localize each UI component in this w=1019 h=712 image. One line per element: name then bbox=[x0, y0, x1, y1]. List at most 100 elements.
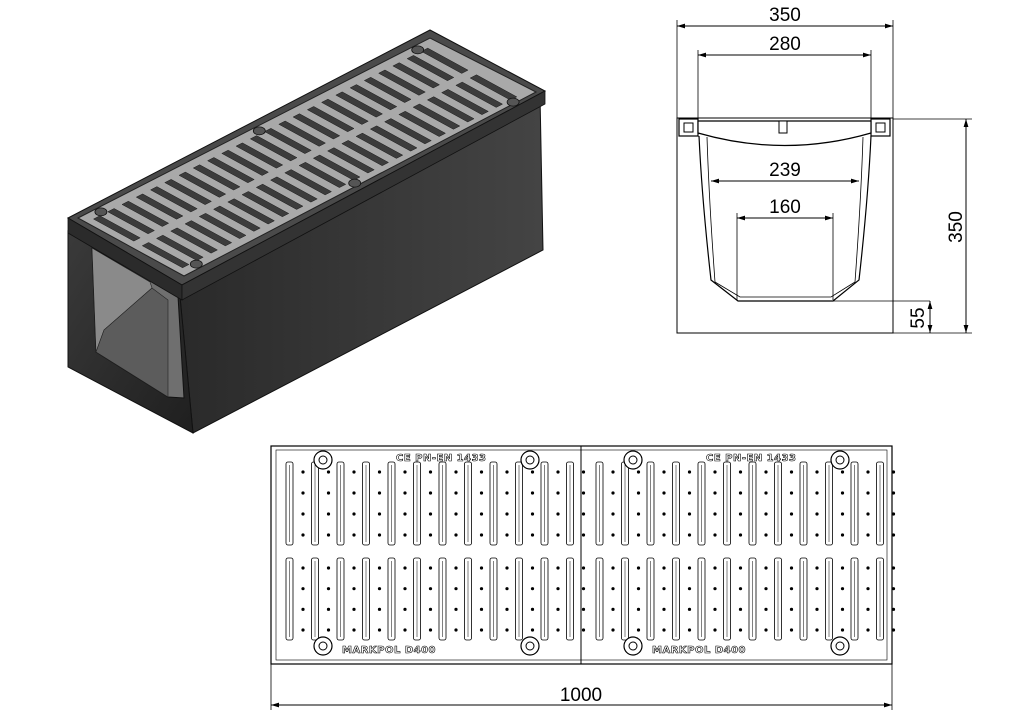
grate-dot bbox=[581, 491, 586, 495]
dim-280-label: 280 bbox=[769, 34, 801, 55]
grate-dot bbox=[428, 607, 433, 611]
grate-dot bbox=[326, 491, 331, 495]
bolt-inner-icon bbox=[318, 455, 328, 465]
grate-dot bbox=[636, 512, 641, 516]
grate-dot bbox=[738, 607, 743, 611]
grate-dot bbox=[891, 533, 896, 537]
bolt-inner-icon bbox=[628, 641, 638, 651]
grate-slot bbox=[249, 135, 298, 162]
grate-dot bbox=[713, 607, 717, 611]
grate-dot bbox=[479, 533, 484, 537]
grate-dot bbox=[738, 628, 743, 632]
grate-dot bbox=[505, 566, 509, 570]
grate-dot bbox=[403, 587, 407, 591]
grate-slot bbox=[198, 213, 247, 239]
dim-350-width-label: 350 bbox=[769, 5, 801, 26]
grate-slot bbox=[241, 191, 290, 218]
grate-dot bbox=[840, 512, 845, 516]
grate-dot bbox=[840, 628, 845, 632]
grate-dot bbox=[326, 628, 331, 632]
grate-dot bbox=[479, 566, 484, 570]
grate-slot bbox=[164, 179, 212, 205]
grate-slot bbox=[107, 208, 155, 235]
grate-slot bbox=[349, 84, 398, 111]
grate-dot bbox=[840, 533, 845, 537]
grate-dot bbox=[713, 566, 717, 570]
grate-dot bbox=[326, 470, 331, 474]
grate-dot bbox=[377, 587, 382, 591]
grate-dot bbox=[764, 628, 768, 632]
grate-dot bbox=[815, 587, 819, 591]
bolt-icon bbox=[252, 126, 266, 136]
grate-dot bbox=[687, 533, 692, 537]
grate-dot bbox=[326, 512, 331, 516]
grate-dot bbox=[840, 470, 845, 474]
grate-dot bbox=[866, 628, 870, 632]
grate-dot bbox=[866, 470, 870, 474]
grate-dot bbox=[662, 470, 666, 474]
grate-dot bbox=[301, 491, 305, 495]
grate-slot bbox=[384, 118, 432, 145]
grate-dot bbox=[301, 607, 305, 611]
grate-dot bbox=[738, 512, 743, 516]
grate-dot bbox=[556, 628, 560, 632]
grate-dot bbox=[556, 512, 560, 516]
grate-dot bbox=[815, 533, 819, 537]
grate-dot bbox=[377, 566, 382, 570]
grate-dot bbox=[891, 628, 896, 632]
grate-slot bbox=[192, 164, 241, 191]
grate-dot bbox=[301, 628, 305, 632]
grate-dot bbox=[611, 607, 615, 611]
grate-dot bbox=[454, 491, 458, 495]
grate-top-marking-1: CE PN-EN 1433 bbox=[396, 453, 487, 464]
grate-dot bbox=[789, 512, 794, 516]
bolt-inner-icon bbox=[525, 641, 535, 651]
grate-dot bbox=[377, 491, 382, 495]
section-channel-inner bbox=[706, 136, 864, 298]
grate-dot bbox=[636, 607, 641, 611]
dim-1000-label: 1000 bbox=[560, 685, 602, 706]
grate-dot bbox=[352, 587, 356, 591]
grate-dot bbox=[738, 470, 743, 474]
grate-dot bbox=[428, 566, 433, 570]
grate-dot bbox=[403, 607, 407, 611]
section-frame-right-inner bbox=[875, 122, 886, 133]
grate-slot bbox=[392, 62, 441, 89]
grate-dot bbox=[556, 607, 560, 611]
grate-slot bbox=[141, 242, 190, 269]
grate-dot bbox=[403, 512, 407, 516]
grate-dot bbox=[866, 566, 870, 570]
grate-dot bbox=[611, 566, 615, 570]
grate-dot bbox=[454, 533, 458, 537]
grate-dot bbox=[301, 470, 305, 474]
grate-dot bbox=[301, 512, 305, 516]
grate-dot bbox=[530, 512, 535, 516]
grate-dot bbox=[352, 607, 356, 611]
grate-dot bbox=[581, 607, 586, 611]
grate-slot bbox=[207, 157, 255, 184]
grate-dot bbox=[352, 566, 356, 570]
bolt-inner-icon bbox=[525, 455, 535, 465]
channel-floor bbox=[95, 287, 169, 398]
grate-dot bbox=[764, 512, 768, 516]
bolt-icon bbox=[411, 45, 425, 55]
grate-dot bbox=[866, 587, 870, 591]
grate-dot bbox=[891, 491, 896, 495]
grate-dot bbox=[479, 491, 484, 495]
grate-slot bbox=[284, 169, 332, 196]
grate-dot bbox=[454, 607, 458, 611]
grate-slot bbox=[306, 106, 355, 133]
grate-dot bbox=[662, 587, 666, 591]
grate-dot bbox=[636, 587, 641, 591]
grate-dot bbox=[815, 512, 819, 516]
grate-dot bbox=[840, 607, 845, 611]
grate-dot bbox=[301, 566, 305, 570]
grate-dot bbox=[815, 566, 819, 570]
grate-dot bbox=[662, 533, 666, 537]
grate-dot bbox=[687, 566, 692, 570]
bolt-inner-icon bbox=[835, 641, 845, 651]
grate-dot bbox=[764, 470, 768, 474]
grate-dot bbox=[352, 628, 356, 632]
section-frame-left-inner bbox=[683, 122, 694, 133]
